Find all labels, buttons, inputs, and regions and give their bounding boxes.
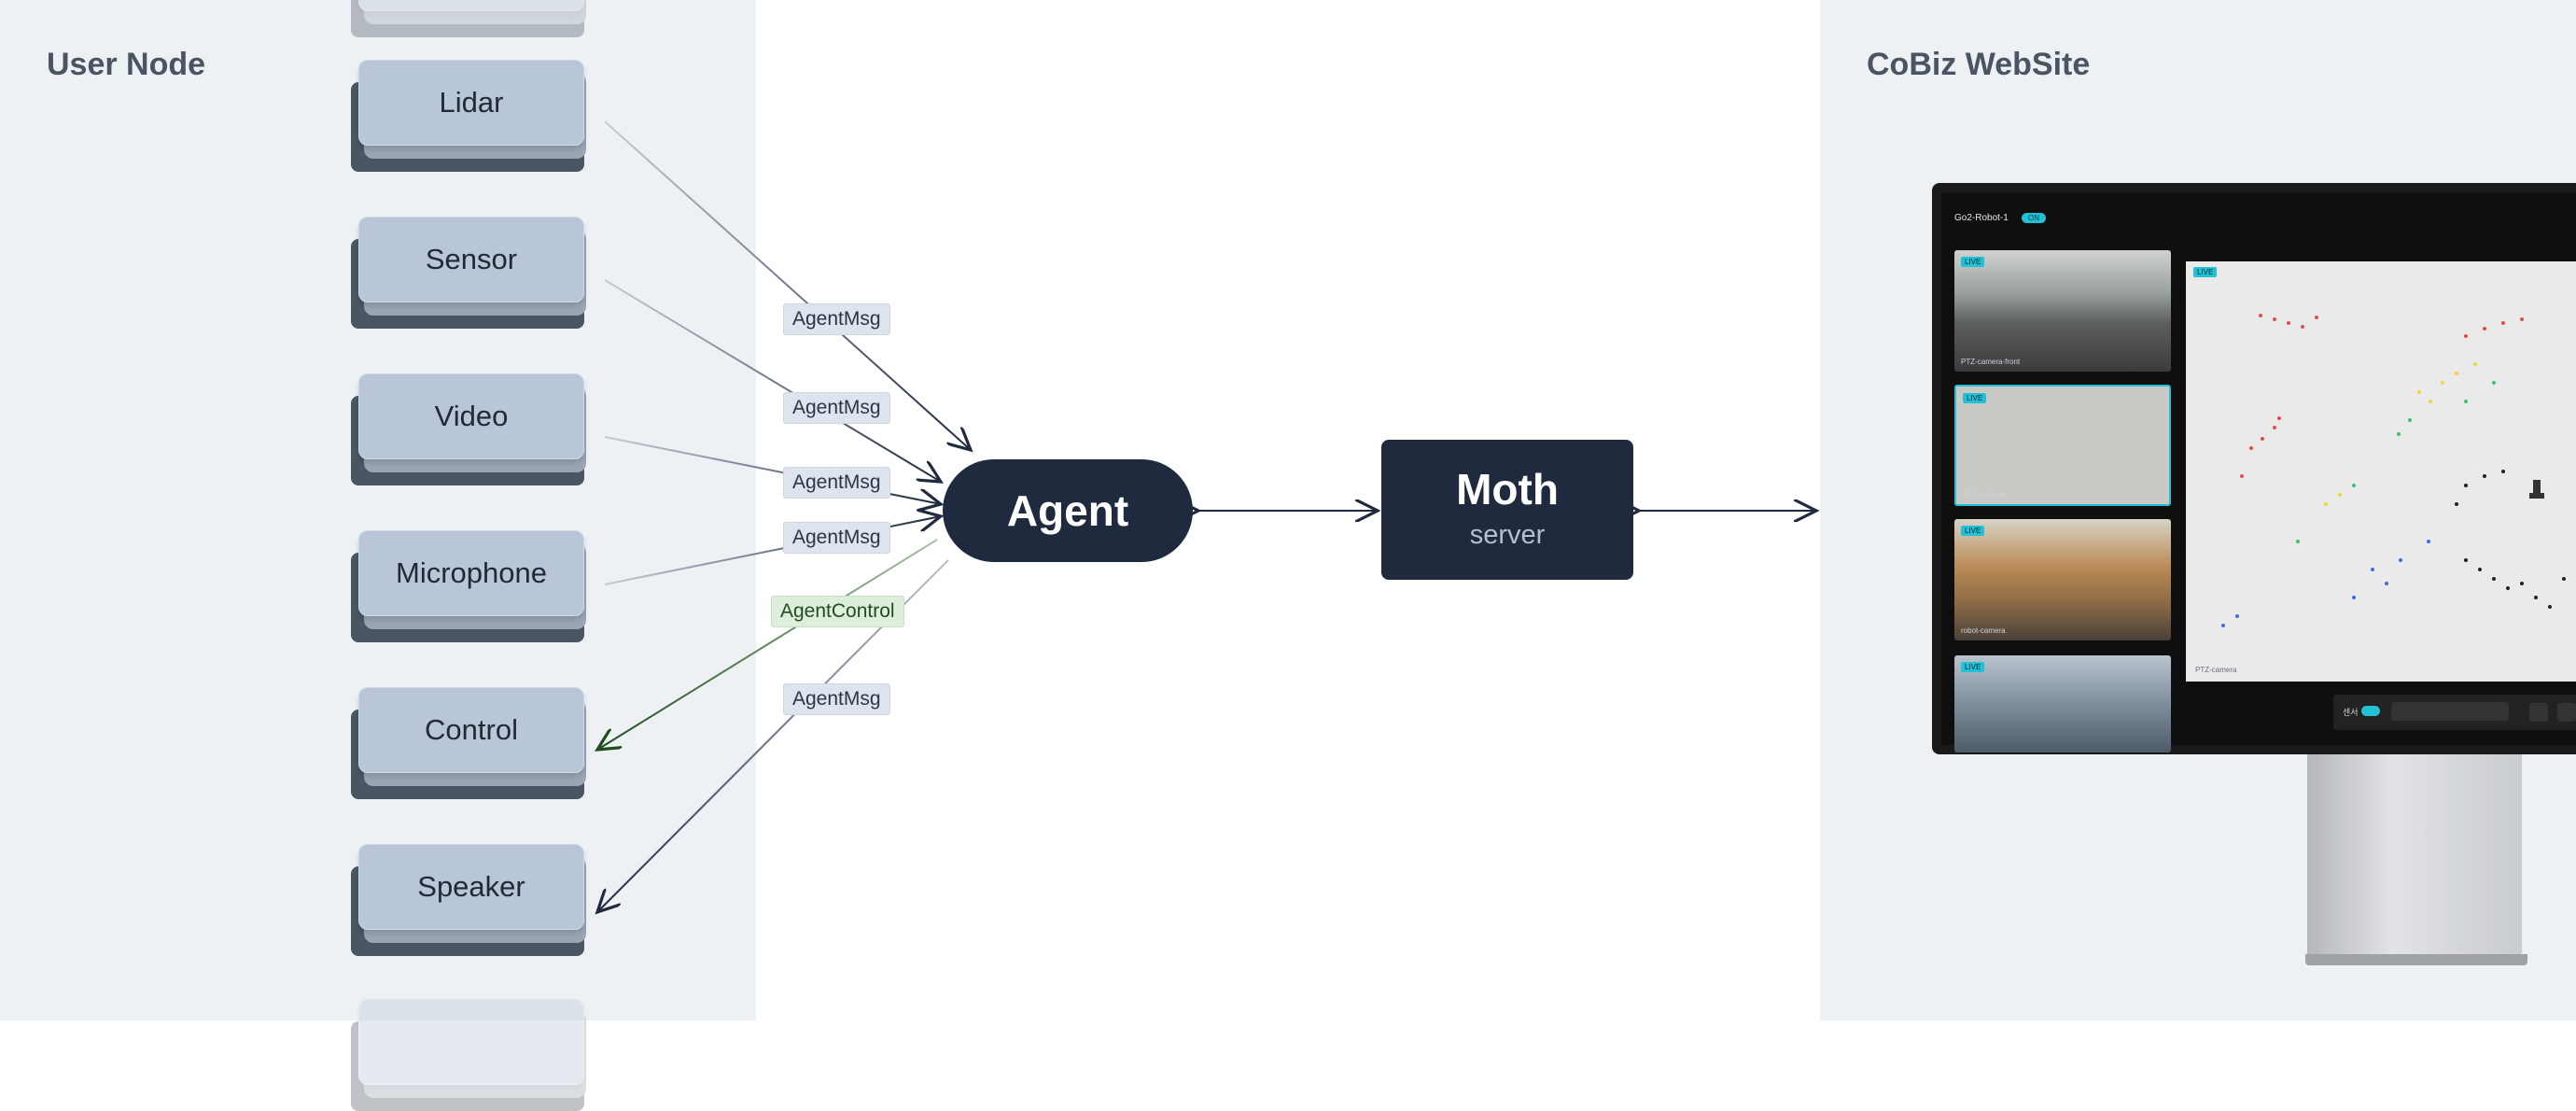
cobiz-website-title: CoBiz WebSite (1867, 47, 2091, 82)
main-view-caption: PTZ-camera (2195, 666, 2237, 674)
live-badge: LIVE (1961, 257, 1985, 267)
website-screen: Go2-Robot-1 ON LIVE PTZ-camera-front LIV… (1941, 192, 2576, 752)
thumbnail-caption: PTZ-camera (1963, 490, 2005, 499)
audio-waveform[interactable] (2391, 702, 2509, 721)
user-node-title: User Node (47, 47, 206, 82)
live-badge: LIVE (1963, 393, 1987, 403)
camera-thumbnail-2[interactable]: LIVE PTZ-camera (1954, 385, 2171, 506)
message-label-video: AgentMsg (783, 467, 890, 499)
sensor-toggle[interactable] (2361, 706, 2380, 716)
thumbnail-caption: PTZ-camera-front (1961, 358, 2021, 366)
robot-name: Go2-Robot-1 (1954, 213, 2009, 223)
moth-subtitle: server (1469, 520, 1546, 550)
status-badge: ON (2022, 213, 2046, 223)
monitor-stand-base (2305, 954, 2527, 965)
moth-server-node: Moth server (1381, 440, 1633, 580)
node-video: Video Video (351, 373, 589, 485)
agent-node: Agent (943, 459, 1193, 562)
node-speaker: Speaker Speaker (351, 844, 589, 956)
message-label-control: AgentControl (771, 596, 904, 627)
camera-thumbnail-4[interactable]: LIVE (1954, 655, 2171, 752)
monitor: Go2-Robot-1 ON LIVE PTZ-camera-front LIV… (1932, 183, 2576, 754)
node-sensor: Sensor Sensor (351, 217, 589, 329)
thumbnail-caption: robot-camera (1961, 626, 2006, 635)
node-lidar-label: Lidar (358, 60, 584, 146)
node-microphone: Microphone Microphone (351, 530, 589, 642)
message-label-sensor: AgentMsg (783, 392, 890, 424)
more-icon[interactable] (2557, 703, 2576, 722)
node-video-label: Video (358, 373, 584, 459)
control-bar: 센서 (2333, 695, 2576, 730)
node-speaker-label: Speaker (358, 844, 584, 930)
message-label-microphone: AgentMsg (783, 522, 890, 554)
node-microphone-label: Microphone (358, 530, 584, 616)
line-sensor (604, 279, 941, 482)
lidar-point-cloud-view[interactable]: LIVE PTZ-camera (2186, 250, 2576, 682)
live-badge: LIVE (1961, 662, 1985, 672)
node-control: Control Control (351, 687, 589, 799)
camera-thumbnail-3[interactable]: LIVE robot-camera (1954, 519, 2171, 640)
live-badge: LIVE (1961, 526, 1985, 536)
point-cloud-image (2221, 314, 2566, 627)
line-control (597, 539, 938, 750)
node-control-label: Control (358, 687, 584, 773)
node-lidar: Lidar Lidar (351, 60, 589, 172)
microphone-icon[interactable] (2529, 703, 2548, 722)
monitor-stand (2307, 754, 2522, 964)
line-microphone (604, 516, 941, 585)
node-partial-top (351, 0, 589, 37)
live-badge: LIVE (2193, 267, 2218, 277)
line-video (604, 436, 941, 504)
message-label-speaker: AgentMsg (783, 683, 890, 715)
line-lidar (604, 120, 971, 450)
moth-title: Moth (1456, 465, 1559, 513)
control-label: 센서 (2343, 708, 2359, 717)
camera-thumbnail-1[interactable]: LIVE PTZ-camera-front (1954, 250, 2171, 372)
message-label-lidar: AgentMsg (783, 303, 890, 335)
node-sensor-label: Sensor (358, 217, 584, 302)
